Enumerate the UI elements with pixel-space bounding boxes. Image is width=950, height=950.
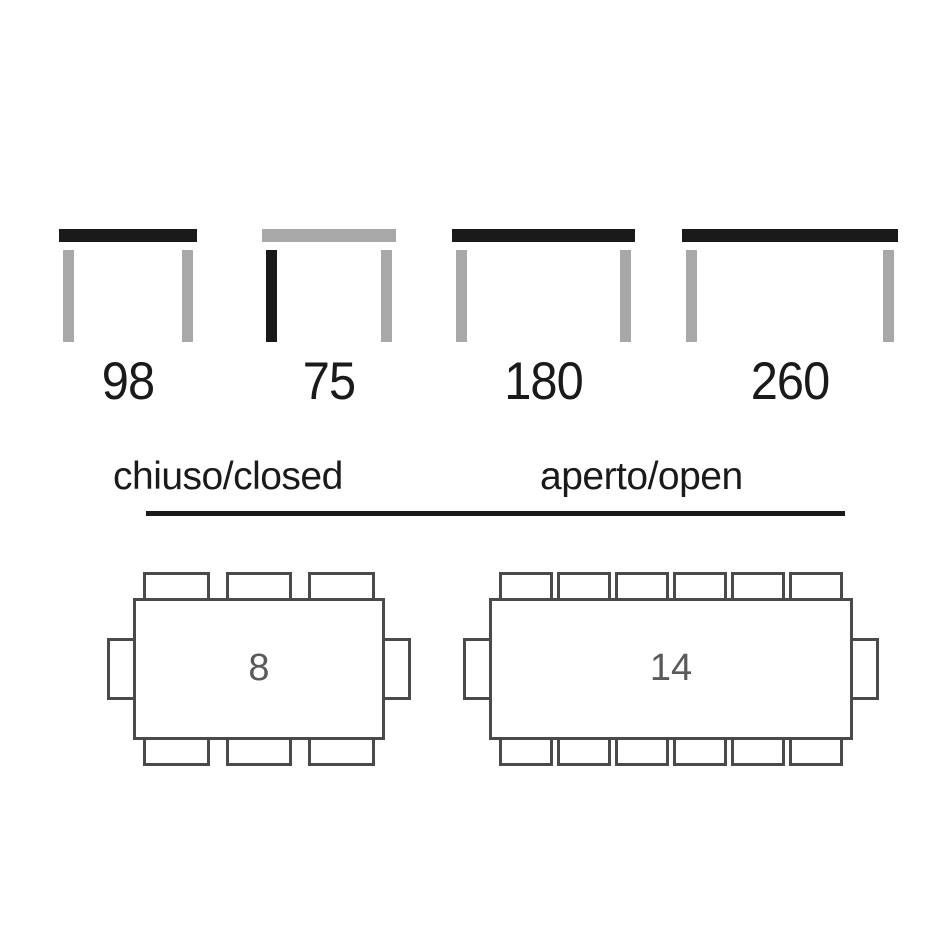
seat-top [557,572,611,602]
seat-top [225,572,293,602]
elevation-width-180: 180 [452,215,635,415]
dimension-label-98: 98 [101,352,155,411]
seat-bottom [789,736,843,766]
table-leg-right-icon [883,250,894,342]
table-outline [489,598,853,740]
table-leg-left-icon [686,250,697,342]
plan-heading-closed: chiuso/closed [113,455,343,498]
table-leg-right-icon [182,250,193,342]
seat-right [849,638,879,700]
seat-count-label: 8 [248,647,270,689]
table-outline [133,598,385,740]
elevation-width-260: 260 [682,215,898,415]
dimension-label-260: 260 [750,352,831,411]
seat-bottom [143,736,210,766]
seat-bottom [731,736,785,766]
seat-right [381,638,411,700]
table-leg-left-icon [266,250,277,342]
plan-heading-open: aperto/open [540,455,743,498]
elevation-diagrams-row: 98 75 180 260 [0,215,950,415]
seat-bottom [225,736,293,766]
seat-top [615,572,669,602]
dimension-label-180: 180 [504,352,584,411]
section-divider-rule [146,511,845,516]
elevation-depth-98: 98 [59,215,197,415]
table-leg-right-icon [381,250,392,342]
plan-view-section: chiuso/closed aperto/open 8 14 [0,455,950,766]
elevation-height-75: 75 [262,215,396,415]
table-leg-left-icon [456,250,467,342]
table-top-bar-icon [452,229,635,242]
table-top-bar-icon [59,229,197,242]
table-top-bar-icon [682,229,898,242]
seat-bottom [499,736,553,766]
table-top-bar-icon [262,229,396,242]
table-leg-left-icon [63,250,74,342]
seat-bottom [673,736,727,766]
table-leg-right-icon [620,250,631,342]
seat-count-label: 14 [649,647,693,689]
dimension-label-75: 75 [302,352,356,411]
seat-bottom [615,736,669,766]
seat-bottom [308,736,375,766]
seat-bottom [557,736,611,766]
